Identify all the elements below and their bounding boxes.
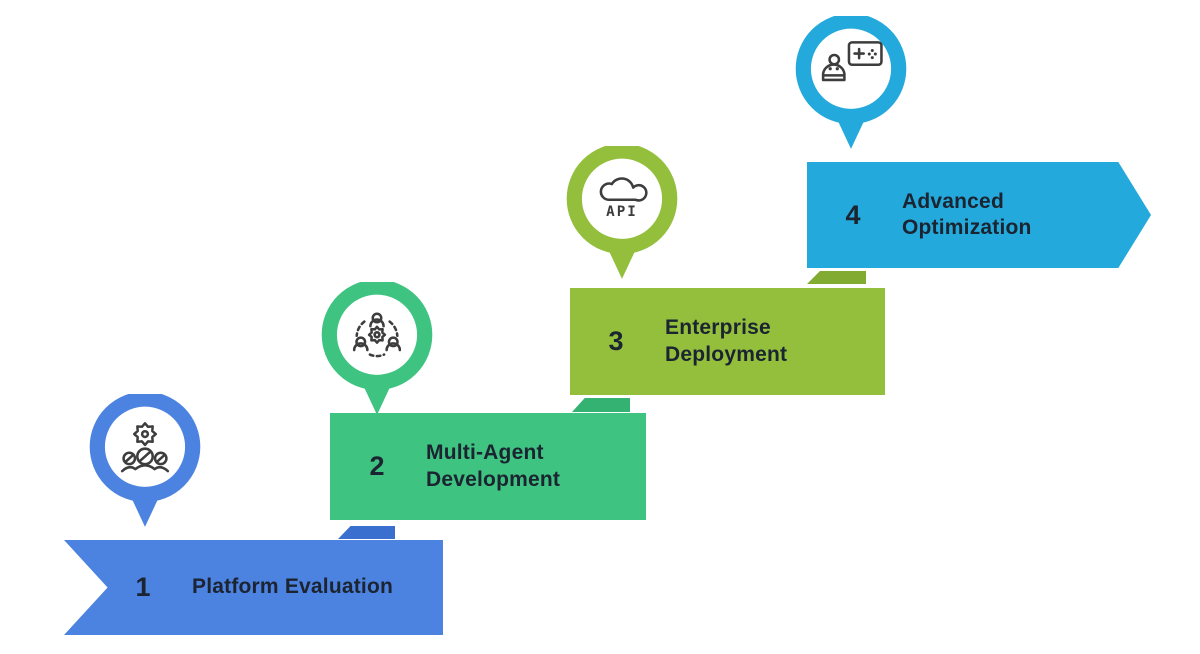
api-label: API xyxy=(606,204,638,220)
step-2-fold-tab xyxy=(572,398,630,412)
step-label: Multi-Agent Development xyxy=(426,440,560,492)
step-1-banner: 1 Platform Evaluation xyxy=(64,540,443,635)
team-settings-icon xyxy=(120,423,170,473)
step-3-fold-tab xyxy=(807,271,866,284)
api-cloud-icon: API xyxy=(599,177,648,220)
step-1-pin xyxy=(89,394,201,527)
step-3-banner: 3 Enterprise Deployment xyxy=(570,288,885,395)
ai-presentation-icon xyxy=(821,41,883,82)
step-1-fold-tab xyxy=(338,526,395,539)
step-label: Platform Evaluation xyxy=(192,574,393,600)
step-label-line: Optimization xyxy=(902,216,1032,239)
pin-ring xyxy=(89,394,201,503)
step-label: Advanced Optimization xyxy=(902,189,1032,241)
step-2-banner: 2 Multi-Agent Development xyxy=(330,413,646,520)
step-label-line: Deployment xyxy=(665,342,788,366)
step-label-line: Multi-Agent xyxy=(426,441,544,465)
pin-ring xyxy=(795,16,907,125)
step-3-pin: API xyxy=(566,146,678,279)
step-label-line: Platform Evaluation xyxy=(192,575,394,599)
multi-agent-network-icon xyxy=(352,312,402,358)
step-2-pin xyxy=(321,282,433,415)
step-number: 2 xyxy=(369,451,385,481)
step-4-pin xyxy=(795,16,907,149)
pin-ring xyxy=(321,282,433,391)
step-number: 3 xyxy=(608,326,624,356)
step-4-banner: 4 Advanced Optimization xyxy=(807,162,1151,268)
step-number: 1 xyxy=(135,572,151,602)
step-label-line: Development xyxy=(426,467,561,491)
step-label-line: Enterprise xyxy=(665,316,771,340)
step-label-line: Advanced xyxy=(902,189,1004,213)
step-label: Enterprise Deployment xyxy=(665,315,787,367)
step-number: 4 xyxy=(845,199,861,230)
